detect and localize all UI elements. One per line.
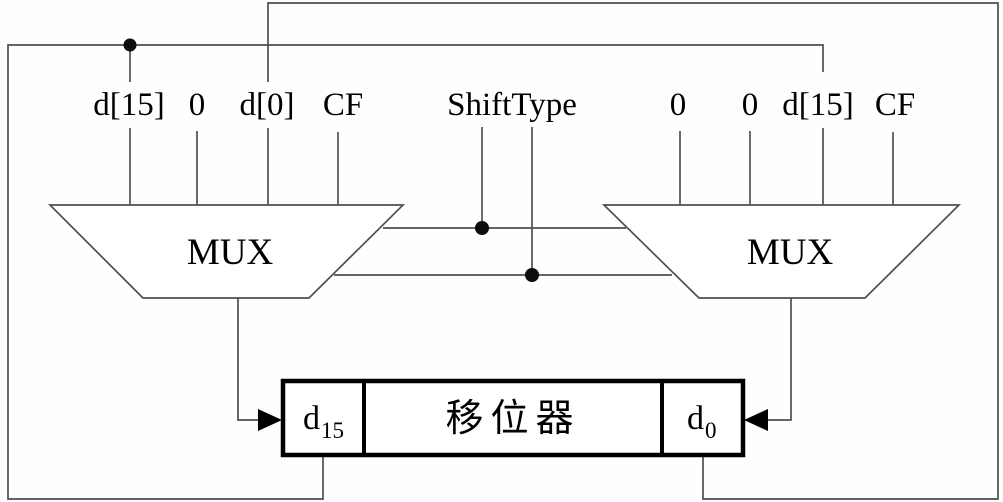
junction-dot-select-lower [525,268,539,282]
left-mux-label: MUX [187,232,274,273]
label-right-input-cf: CF [875,87,915,123]
label-right-input-zero1: 0 [670,87,687,123]
label-right-input-zero2: 0 [742,87,759,123]
right-mux-shape [601,204,962,299]
label-left-input-cf: CF [323,87,363,123]
register-name-label: 移位器 [445,398,580,440]
label-right-input-d15: d[15] [782,87,853,123]
wire-left-mux-output [237,298,259,421]
wire-feedback-d15-loop [7,44,824,500]
label-left-input-d0: d[0] [240,87,295,123]
junction-dot-select-upper [475,221,489,235]
wire-feedback-d0-loop [267,2,999,500]
arrowhead-into-msb-icon [258,409,282,431]
right-mux-label: MUX [747,232,834,273]
junction-dot-d15-rail [123,38,137,52]
wire-right-mux-output [767,298,792,421]
arrowhead-into-lsb-icon [744,409,768,431]
label-left-input-zero: 0 [189,87,206,123]
register-lsb-label: d 0 [687,400,717,443]
shift-register-box [280,378,746,458]
label-left-input-d15: d[15] [93,87,164,123]
left-mux-shape [47,204,406,299]
label-shifttype: ShiftType [447,87,577,123]
register-msb-label: d 15 [303,400,344,443]
